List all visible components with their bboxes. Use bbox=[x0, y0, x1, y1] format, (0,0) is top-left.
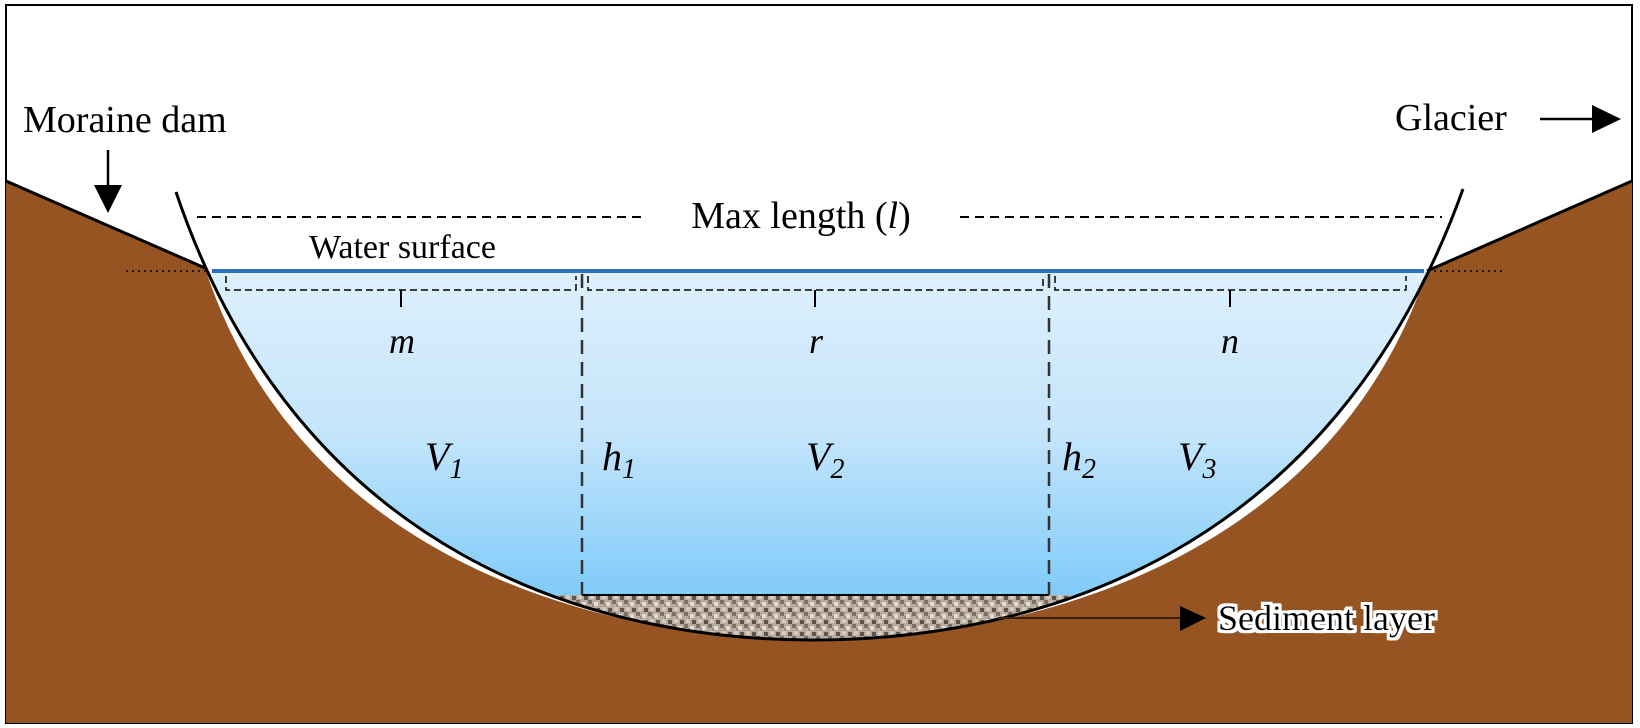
moraine-slope-line bbox=[5, 179, 206, 270]
sediment-arrow-head bbox=[1180, 606, 1206, 631]
depth-h2-label: h2 bbox=[1062, 434, 1096, 485]
width-m-label: m bbox=[389, 321, 415, 361]
volume-v1-label: V1 bbox=[425, 434, 463, 485]
width-r-label: r bbox=[809, 321, 824, 361]
glacier-arrow-head bbox=[1592, 105, 1621, 133]
width-n-label: n bbox=[1221, 321, 1239, 361]
volume-v2-label: V2 bbox=[806, 434, 844, 485]
water-surface-label: Water surface bbox=[309, 229, 496, 266]
glacier-label: Glacier bbox=[1395, 97, 1507, 139]
moraine-dam-label: Moraine dam bbox=[23, 99, 227, 141]
ground bbox=[6, 181, 1632, 723]
max-length-label: Max length (l) bbox=[691, 195, 911, 237]
sediment-layer-label: Sediment layer bbox=[1218, 598, 1435, 638]
glacier-slope-line bbox=[1426, 179, 1633, 273]
depth-h1-label: h1 bbox=[602, 434, 636, 485]
volume-v3-label: V3 bbox=[1178, 434, 1216, 485]
lake-basin-outline bbox=[174, 188, 1465, 642]
moraine-arrow-head bbox=[94, 185, 122, 213]
